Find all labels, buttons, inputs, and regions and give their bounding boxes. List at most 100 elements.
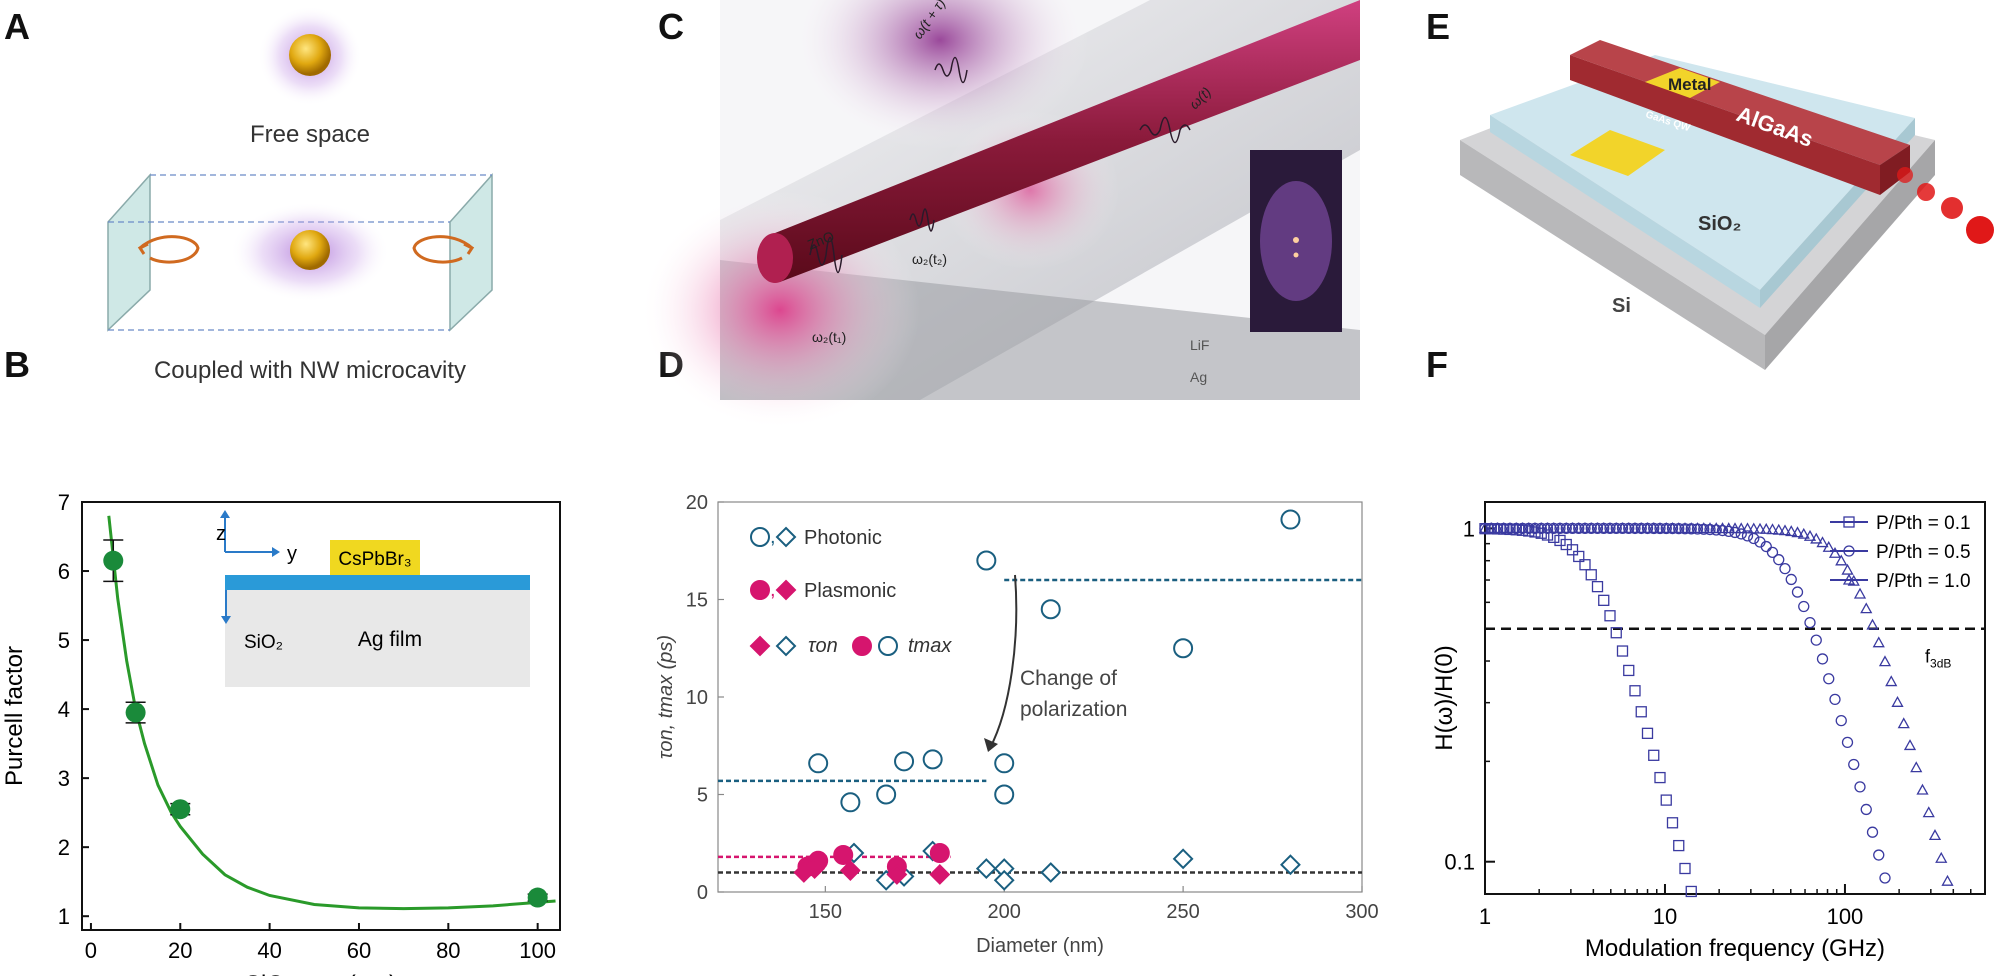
- zno-nanowire: [757, 0, 1360, 283]
- f-data-point: [1722, 522, 1735, 534]
- f-data-point: [1697, 522, 1710, 534]
- b-y-tick-label: 6: [58, 559, 70, 584]
- f-3db-label: f3dB: [1925, 647, 1951, 671]
- d-annotation-arrowhead: [984, 738, 998, 752]
- d-data-point: [976, 550, 997, 571]
- f-data-point: [1866, 826, 1879, 838]
- d-data-point: [994, 784, 1015, 805]
- label-omega2-t1: ω₂(t₁): [812, 329, 846, 345]
- d-data-point: [1040, 862, 1062, 883]
- f-data-point: [1879, 872, 1891, 884]
- f-data-point: [1541, 522, 1554, 534]
- d-x-axis-label: Diameter (nm): [976, 935, 1104, 957]
- f-data-point: [1535, 522, 1548, 534]
- coupled-label: Coupled with NW microcavity: [154, 357, 466, 384]
- f-data-point: [1716, 522, 1729, 534]
- f-data-point: [1597, 522, 1610, 534]
- d-x-tick-label: 200: [988, 901, 1021, 923]
- b-data-point: [170, 799, 191, 820]
- b-x-tick-label: 20: [168, 938, 192, 963]
- f-data-point: [1585, 569, 1597, 581]
- f-data-point: [1710, 522, 1723, 534]
- f-data-point: [1866, 618, 1879, 630]
- f-data-point: [1791, 586, 1804, 598]
- d-y-axis-label: τon, tmax (ps): [655, 635, 677, 759]
- inset-photo: [1250, 150, 1342, 332]
- b-x-tick-label: 0: [85, 938, 97, 963]
- f-data-point: [1797, 527, 1810, 539]
- f-data-point: [1478, 522, 1492, 534]
- f-data-point: [1854, 781, 1866, 793]
- f-data-point: [1553, 522, 1567, 534]
- f-data-point: [1828, 546, 1842, 558]
- f-data-point: [1648, 749, 1660, 761]
- f-data-point: [1528, 522, 1542, 534]
- f-data-point: [1885, 675, 1898, 687]
- f-data-point: [1735, 522, 1748, 534]
- d-data-point: [1172, 848, 1194, 870]
- d-legend-marker-plasmonic-diamond: [775, 579, 797, 601]
- b-y-tick-label: 3: [58, 766, 70, 791]
- f-data-point: [1822, 540, 1835, 552]
- f-legend-label: P/Pth = 0.1: [1876, 513, 1971, 534]
- f-data-point: [1779, 563, 1791, 575]
- b-inset-substrate: [225, 590, 530, 687]
- b-data-point: [125, 702, 146, 723]
- panel-c-illustration: ω(t + τ) ω(t) ω₂(t₂) ω₂(t₁) ZnO LiF Ag: [640, 0, 1360, 430]
- f-legend-marker: [1843, 516, 1855, 528]
- f-data-point: [1816, 536, 1829, 548]
- f-data-point: [1772, 523, 1785, 535]
- b-fit-curve: [107, 515, 556, 911]
- f-data-point: [1591, 580, 1604, 593]
- d-data-point: [886, 864, 908, 885]
- b-y-tick-label: 2: [58, 835, 70, 860]
- f-data-point: [1653, 522, 1667, 534]
- f-data-point: [1685, 522, 1698, 534]
- f-data-point: [1647, 522, 1660, 534]
- f-data-point: [1485, 522, 1498, 534]
- reflection-arrow-right-icon: [412, 235, 475, 264]
- f-data-point: [1848, 758, 1860, 771]
- label-lif: LiF: [1190, 337, 1209, 353]
- b-x-axis-label: SiO₂ gap (nm): [245, 971, 397, 976]
- panel-letter-b: B: [4, 344, 30, 385]
- f-data-point: [1654, 771, 1666, 784]
- d-data-point: [929, 864, 951, 885]
- f-data-point: [1610, 627, 1622, 639]
- b-inset-film-label: Ag film: [358, 628, 422, 651]
- label-si: Si: [1612, 295, 1631, 317]
- d-annotation-line2: polarization: [1020, 698, 1127, 721]
- f-x-tick-label: 10: [1653, 904, 1677, 929]
- b-y-axis-label: Purcell factor: [1, 646, 28, 786]
- f-data-point: [1748, 532, 1760, 545]
- b-inset-substrate-label: SiO₂: [244, 632, 283, 653]
- d-legend-marker-ton-open: [775, 635, 797, 657]
- f-data-point: [1510, 522, 1523, 534]
- d-y-tick-label: 15: [686, 590, 708, 612]
- b-inset-arrowhead: [221, 616, 231, 624]
- d-data-point: [876, 784, 897, 805]
- f-data-point: [1691, 522, 1704, 534]
- panel-letter-a: A: [4, 6, 30, 47]
- label-metal: Metal: [1668, 75, 1711, 94]
- panel-letter-f: F: [1426, 344, 1448, 385]
- d-legend-marker-tmax-open: [878, 636, 898, 656]
- panel-letter-c: C: [658, 6, 684, 47]
- b-inset-z-label: z: [216, 523, 226, 545]
- f-data-point: [1578, 522, 1592, 534]
- b-y-tick-label: 5: [58, 628, 70, 653]
- f-data-point: [1753, 522, 1767, 534]
- coupled-emitter: [290, 230, 330, 270]
- d-y-tick-label: 5: [697, 785, 708, 807]
- f-data-point: [1928, 829, 1942, 841]
- f-data-point: [1635, 706, 1647, 718]
- f-data-point: [1773, 554, 1785, 566]
- f-data-point: [1910, 761, 1923, 773]
- d-data-point: [1280, 509, 1301, 530]
- d-x-tick-label: 250: [1166, 901, 1199, 923]
- f-data-point: [1903, 739, 1917, 751]
- f-data-point: [1760, 522, 1773, 534]
- f-data-point: [1829, 693, 1841, 706]
- d-data-point: [894, 751, 915, 772]
